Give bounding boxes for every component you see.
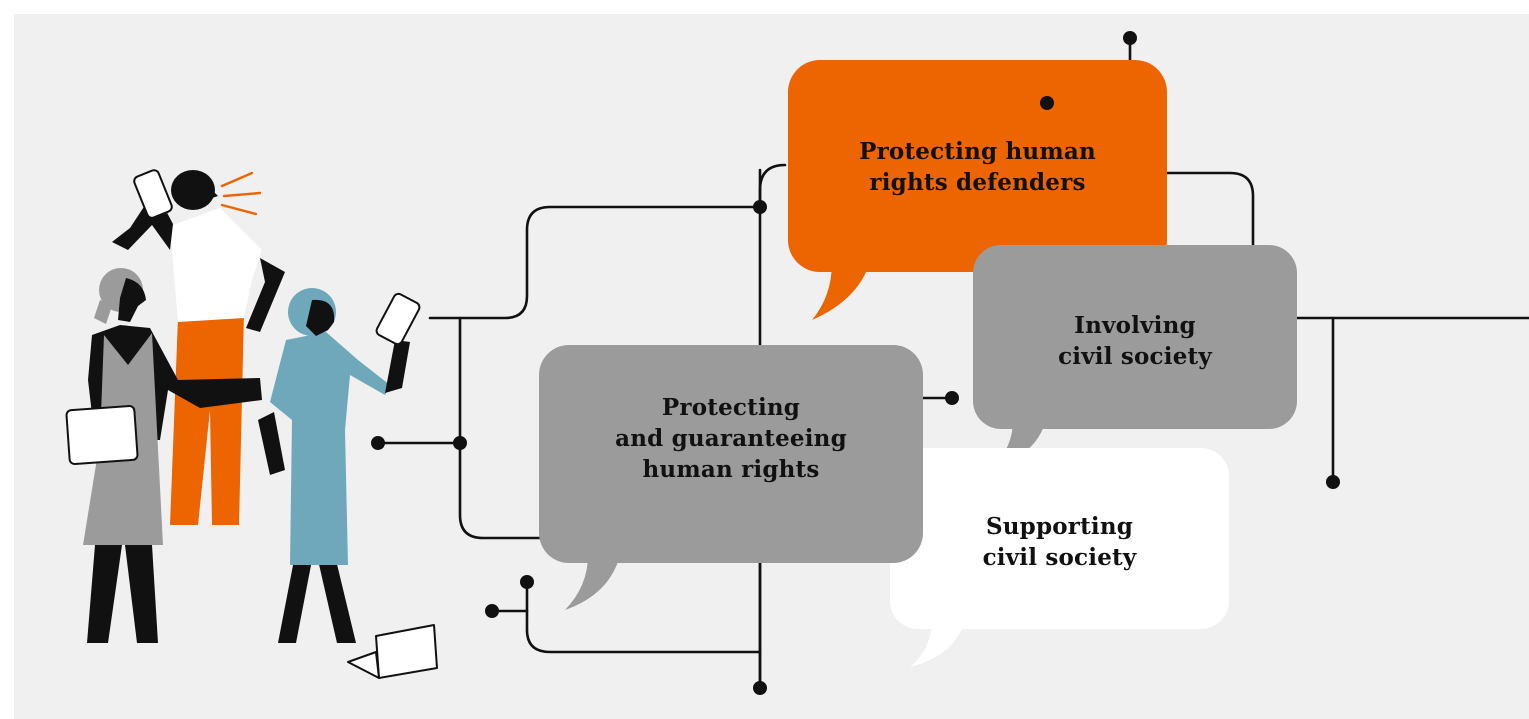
connector-dot-icon (1123, 31, 1137, 45)
person-gray-dress (65, 268, 262, 643)
person-shouting (112, 169, 285, 525)
bubble-defenders (788, 60, 1167, 320)
person-blue-coat (258, 288, 421, 643)
bubble-supporting-line1: Supporting (985, 513, 1134, 540)
connector-dot-icon (520, 575, 534, 589)
bubble-involving-line2: civil society (1058, 343, 1212, 370)
connector-dot-icon (753, 200, 767, 214)
left-vertical-line (458, 316, 547, 540)
bubble-human-rights (539, 345, 923, 610)
bubble-supporting (890, 448, 1229, 667)
connector-dot-icon (453, 436, 467, 450)
bubble-human-rights-line2: and guaranteeing (615, 425, 847, 452)
connector-dot-icon (371, 436, 385, 450)
connector-dot-icon (1326, 475, 1340, 489)
connector-dot-icon (485, 604, 499, 618)
bubble-involving-line1: Involving (1074, 312, 1196, 339)
bubble-supporting-label: Supporting civil society (890, 511, 1229, 573)
connector-dot-icon (1040, 96, 1054, 110)
people-illustration (65, 169, 438, 679)
bubble-defenders-line1: Protecting human (859, 138, 1096, 165)
tablet-icon (65, 405, 139, 465)
trunk-to-defenders (758, 163, 787, 207)
bubble-defenders-line2: rights defenders (869, 169, 1086, 196)
connector-dots (371, 31, 1340, 695)
bottom-branch-line (525, 580, 762, 654)
smartphone-icon (375, 292, 421, 346)
laptop-icon (347, 624, 438, 679)
bubble-human-rights-line3: human rights (642, 456, 820, 483)
connector-dot-icon (753, 681, 767, 695)
bubble-human-rights-label: Protecting and guaranteeing human rights (539, 392, 923, 485)
bubble-defenders-label: Protecting human rights defenders (788, 136, 1167, 198)
megaphone-shout-lines-icon (220, 171, 262, 216)
bubble-supporting-line2: civil society (982, 544, 1137, 571)
connector-dot-icon (945, 391, 959, 405)
bubble-human-rights-line1: Protecting (661, 394, 801, 421)
smartphone-icon (133, 169, 173, 219)
left-branch-line (428, 205, 762, 320)
bubble-involving-label: Involving civil society (973, 310, 1297, 372)
